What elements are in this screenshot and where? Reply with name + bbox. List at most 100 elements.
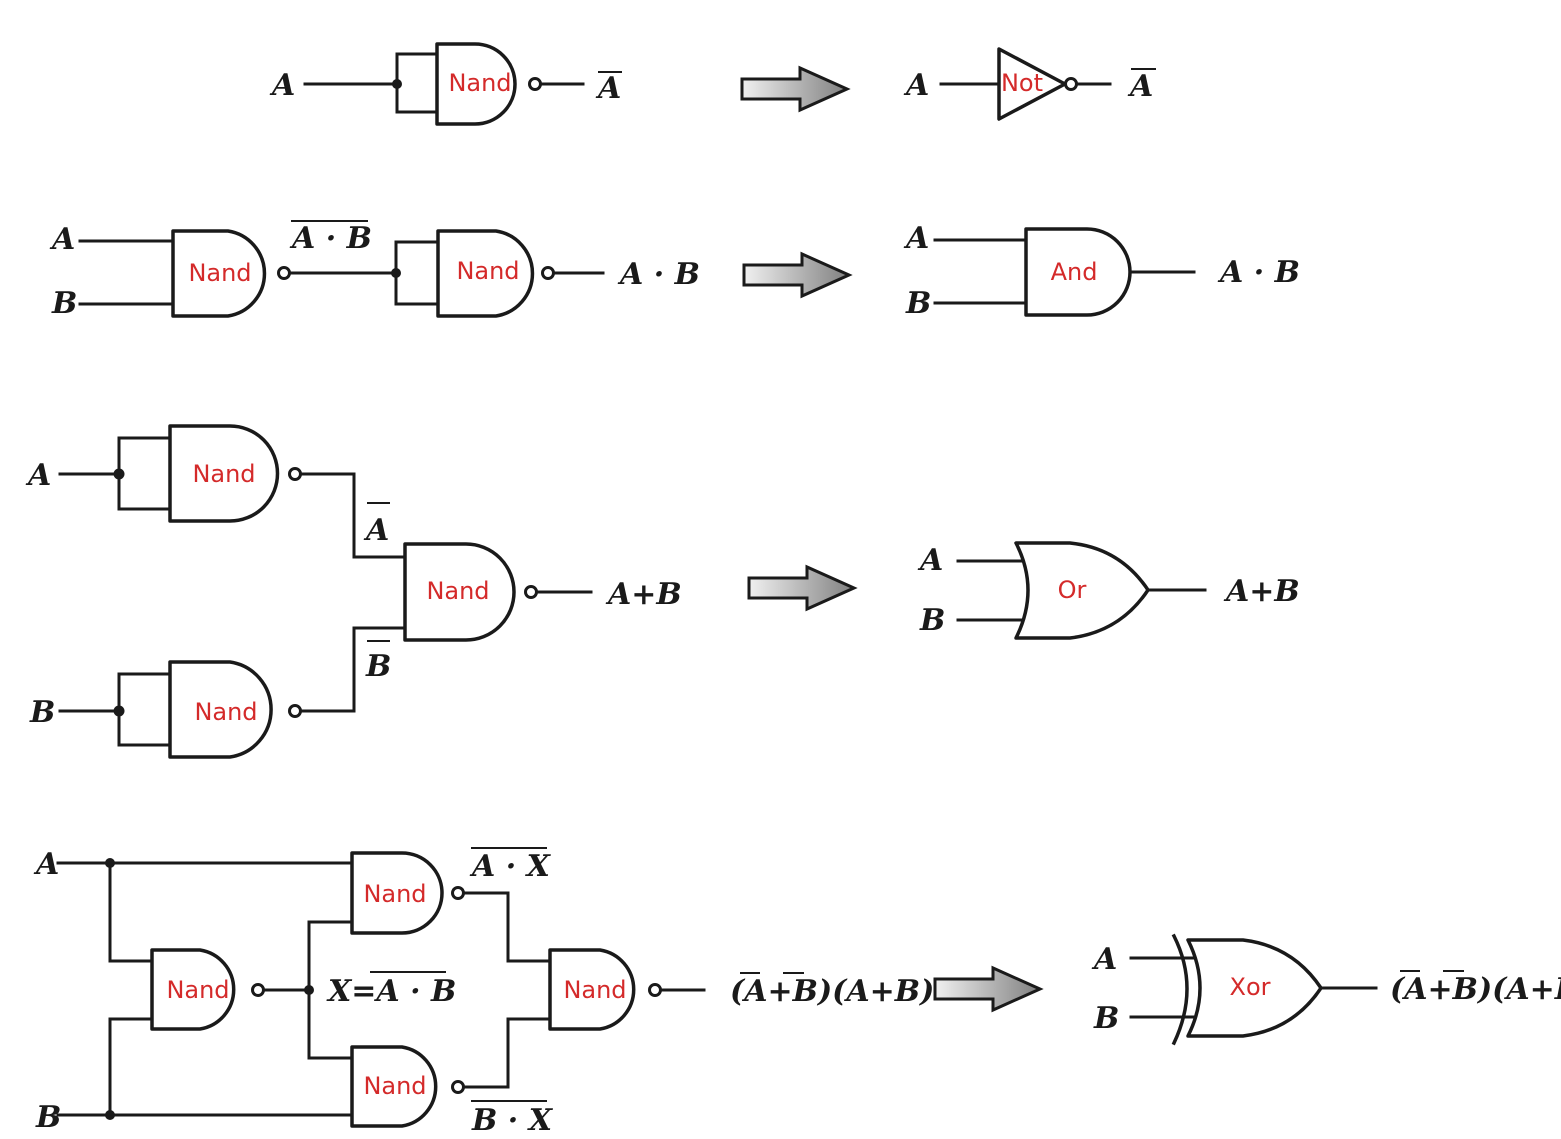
gate-label: Nand <box>363 1072 426 1100</box>
wire <box>117 436 172 511</box>
gate-label: Nand <box>166 976 229 1004</box>
nand-gate <box>436 229 535 318</box>
output-label: A <box>595 71 621 106</box>
input-label-a: A <box>33 847 59 882</box>
nand-gate <box>435 42 517 126</box>
right-arrow-icon <box>740 65 851 113</box>
and-nand-circuit: A B Nand A · B Nand A · B <box>49 220 700 321</box>
input-label-b: B <box>35 1100 61 1135</box>
or-nand-circuit: A Nand A B Nand B Nand <box>25 424 682 759</box>
input-label-b: B <box>1093 1001 1119 1036</box>
junction-dot <box>105 1110 115 1120</box>
wire <box>117 672 172 747</box>
gate-label: Nand <box>456 257 519 285</box>
output-label: (A+B)(A+B) <box>1390 972 1561 1007</box>
input-label-a: A <box>903 221 929 256</box>
input-label-b: B <box>905 286 931 321</box>
gate-label: And <box>1051 258 1098 286</box>
xor-gate <box>1186 938 1323 1038</box>
wire <box>395 52 439 114</box>
x-definition-label: X=A · B <box>326 974 456 1009</box>
right-arrow-icon <box>742 251 853 299</box>
xor-nand-circuit: A B Nand X=A · B Nand A · <box>33 847 934 1138</box>
intermediate-label-bx: B · X <box>471 1103 554 1138</box>
output-label: A+B <box>1223 574 1300 609</box>
inversion-bubble <box>528 77 542 91</box>
nand-gate <box>350 1045 438 1128</box>
input-label-a: A <box>917 543 943 578</box>
and-equivalent: A B And A · B <box>903 221 1300 321</box>
nand-gate <box>168 424 280 523</box>
intermediate-label: A · B <box>289 221 372 256</box>
right-arrow-icon <box>933 965 1044 1013</box>
wire <box>394 240 440 306</box>
gate-label: Or <box>1058 576 1087 604</box>
output-label: A+B <box>605 577 682 612</box>
inversion-bubble <box>288 467 302 481</box>
xor-input-curve <box>1171 933 1189 1046</box>
output-label: A · B <box>617 257 700 292</box>
input-label-a: A <box>903 68 929 103</box>
nand-gate <box>403 542 516 642</box>
input-label-a: A <box>269 68 295 103</box>
inversion-bubble <box>1064 77 1078 91</box>
junction-dot <box>113 705 125 717</box>
input-label-a: A <box>49 222 75 257</box>
gate-label: Nand <box>563 976 626 1004</box>
not-nand-circuit: A Nand A <box>269 42 622 126</box>
gate-label: Nand <box>188 259 251 287</box>
gate-label: Nand <box>363 880 426 908</box>
gate-label: Nand <box>194 698 257 726</box>
inversion-bubble <box>288 704 302 718</box>
inversion-bubble <box>648 983 662 997</box>
intermediate-label-ax: A · X <box>469 849 552 884</box>
junction-dot <box>392 79 402 89</box>
wire <box>108 861 154 963</box>
nand-gate <box>150 948 236 1031</box>
inversion-bubble <box>451 886 465 900</box>
wire <box>299 626 407 713</box>
xor-equivalent: A B Xor (A+B)(A+B) <box>1091 933 1561 1046</box>
nand-gate <box>171 229 267 318</box>
not-equivalent: A Not A <box>903 47 1156 121</box>
output-label: A <box>1127 69 1153 104</box>
right-arrow-icon <box>747 564 858 612</box>
wire <box>299 472 407 559</box>
gate-label: Nand <box>448 69 511 97</box>
inversion-bubble <box>524 585 538 599</box>
input-label-a: A <box>25 458 51 493</box>
row-xor: A B Nand X=A · B Nand A · <box>33 847 1561 1138</box>
junction-dot <box>113 468 125 480</box>
junction-dot <box>105 858 115 868</box>
wire <box>462 891 552 963</box>
inversion-bubble <box>541 266 555 280</box>
intermediate-label-a-bar: A <box>363 513 389 548</box>
inversion-bubble <box>277 266 291 280</box>
not-gate <box>997 47 1067 121</box>
gate-label: Nand <box>426 577 489 605</box>
intermediate-label-b-bar: B <box>365 649 391 684</box>
input-label-a: A <box>1091 942 1117 977</box>
gate-label: Nand <box>192 460 255 488</box>
wire <box>307 920 354 1060</box>
input-label-b: B <box>51 286 77 321</box>
nand-gate <box>548 948 636 1031</box>
output-label: (A+B)(A+B) <box>730 974 934 1009</box>
row-or: A Nand A B Nand B Nand <box>25 424 1300 759</box>
nand-gate <box>350 851 444 935</box>
inversion-bubble <box>451 1080 465 1094</box>
or-equivalent: A B Or A+B <box>917 541 1300 640</box>
inversion-bubble <box>251 983 265 997</box>
or-gate <box>1014 541 1150 640</box>
wire <box>108 1017 154 1117</box>
input-label-b: B <box>919 603 945 638</box>
gate-label: Not <box>1001 69 1043 97</box>
input-label-b: B <box>29 695 55 730</box>
gate-label: Xor <box>1230 973 1271 1001</box>
output-label: A · B <box>1217 255 1300 290</box>
wire <box>462 1017 552 1089</box>
nand-gate <box>168 660 273 759</box>
and-gate <box>1024 227 1132 317</box>
row-and: A B Nand A · B Nand A · B A B And <box>49 220 1300 321</box>
